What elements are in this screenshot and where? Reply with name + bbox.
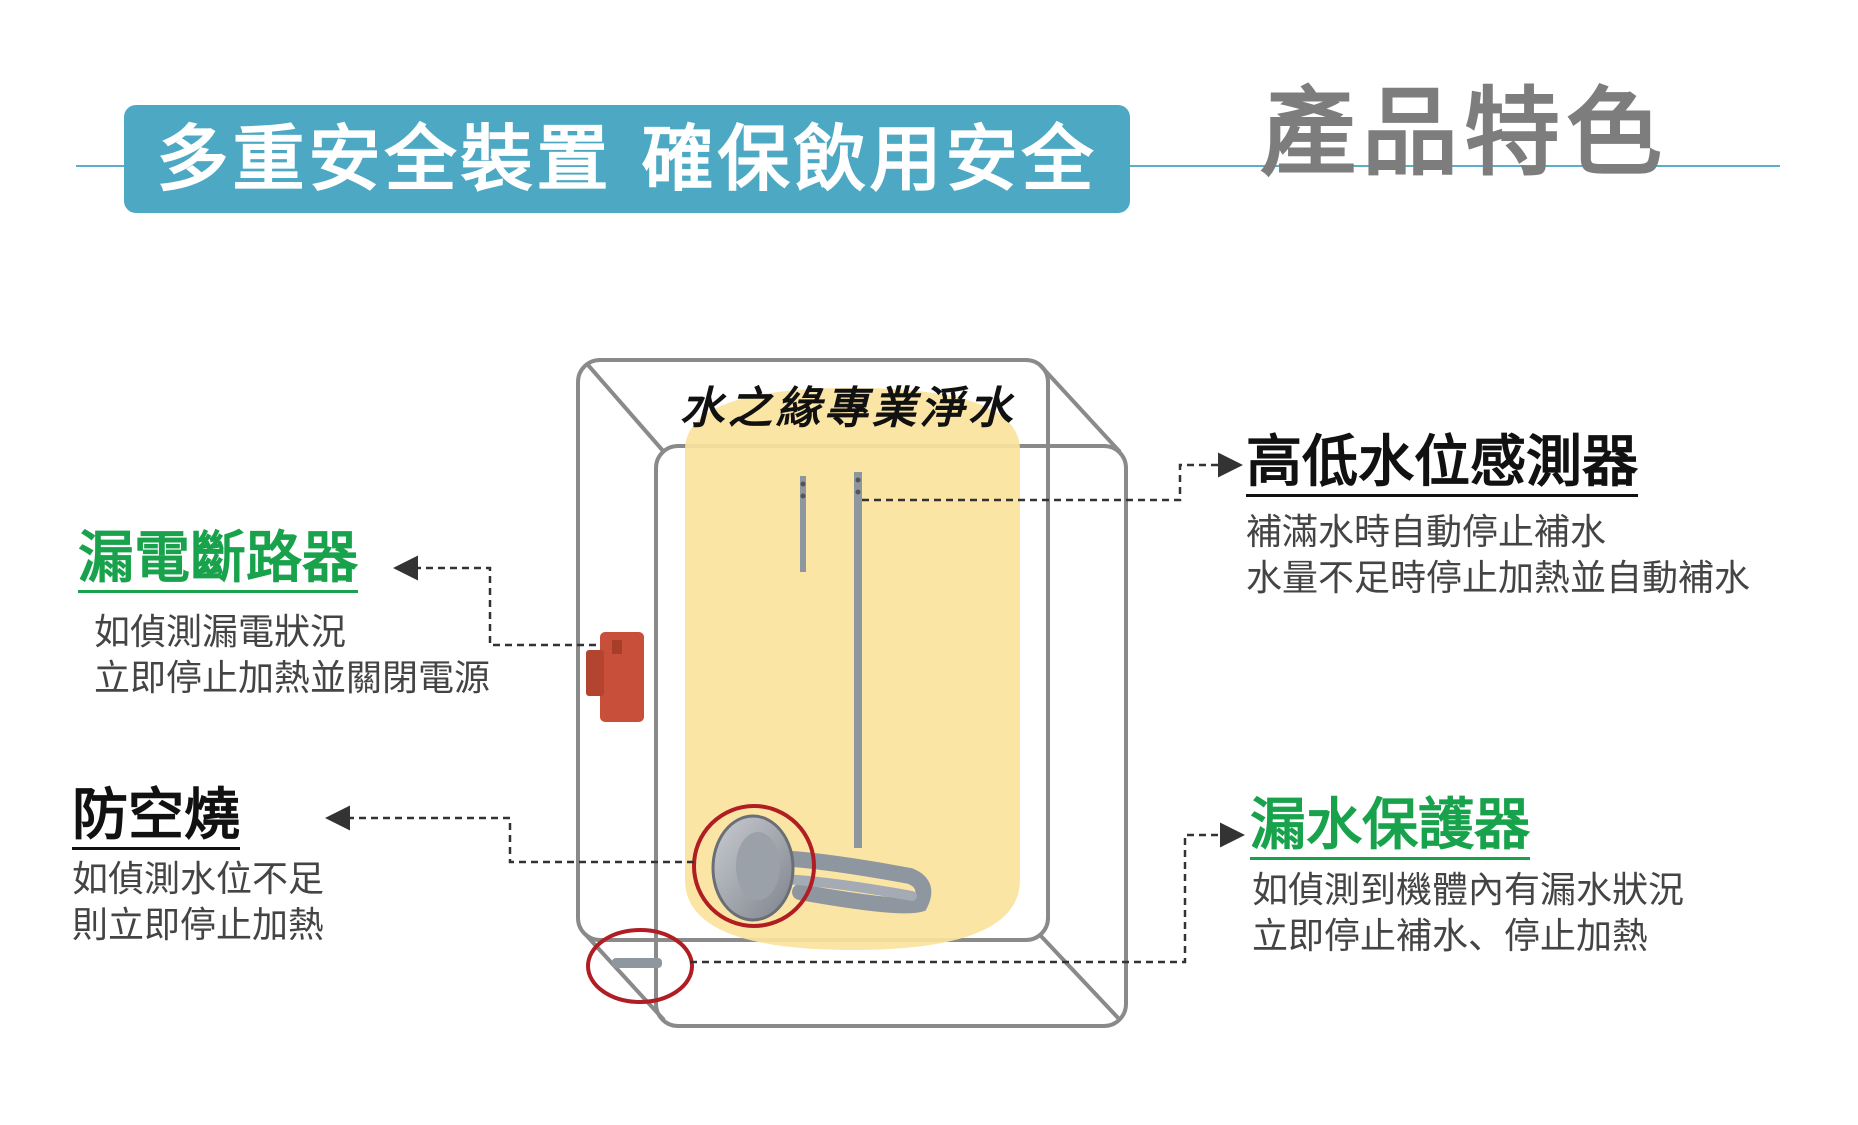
description-line: 如偵測水位不足: [72, 859, 325, 900]
leak-protector-title: 漏水保護器: [1250, 793, 1530, 860]
description-line: 補滿水時自動停止補水: [1246, 512, 1607, 553]
description-line: 立即停止加熱並關閉電源: [94, 658, 491, 699]
water-level-sensor-description: 補滿水時自動停止補水 水量不足時停止加熱並自動補水: [1246, 510, 1750, 602]
header-rule-left: [76, 165, 126, 167]
dry-burn-description: 如偵測水位不足 則立即停止加熱: [72, 857, 324, 949]
leak-sensor-highlight-circle: [586, 928, 694, 1004]
banner-title: 多重安全裝置 確保飲用安全: [124, 105, 1130, 213]
connector-leak-protector: [690, 822, 1245, 964]
brand-label: 水之緣專業淨水: [680, 383, 1016, 434]
header-rule-right: [1130, 165, 1780, 167]
connector-leakage-breaker: [393, 555, 596, 647]
description-line: 如偵測到機體內有漏水狀況: [1252, 870, 1685, 911]
connector-dry-burn: [325, 805, 694, 864]
description-line: 如偵測漏電狀況: [94, 612, 347, 653]
leak-sensor-device: [612, 958, 662, 968]
leakage-breaker-device: [586, 632, 644, 722]
leak-protector-description: 如偵測到機體內有漏水狀況 立即停止補水、停止加熱: [1252, 868, 1684, 960]
dry-burn-highlight-circle: [692, 804, 816, 928]
section-heading: 產品特色: [1260, 77, 1668, 189]
dry-burn-title: 防空燒: [72, 783, 240, 850]
leakage-breaker-title: 漏電斷路器: [78, 526, 358, 593]
leakage-breaker-description: 如偵測漏電狀況 立即停止加熱並關閉電源: [94, 610, 490, 702]
water-level-probes: [800, 472, 862, 848]
water-level-sensor-title: 高低水位感測器: [1246, 430, 1638, 497]
connector-water-level: [862, 452, 1243, 502]
description-line: 立即停止補水、停止加熱: [1252, 916, 1649, 957]
description-line: 水量不足時停止加熱並自動補水: [1246, 558, 1751, 599]
heating-element: [711, 814, 932, 922]
description-line: 則立即停止加熱: [72, 905, 325, 946]
